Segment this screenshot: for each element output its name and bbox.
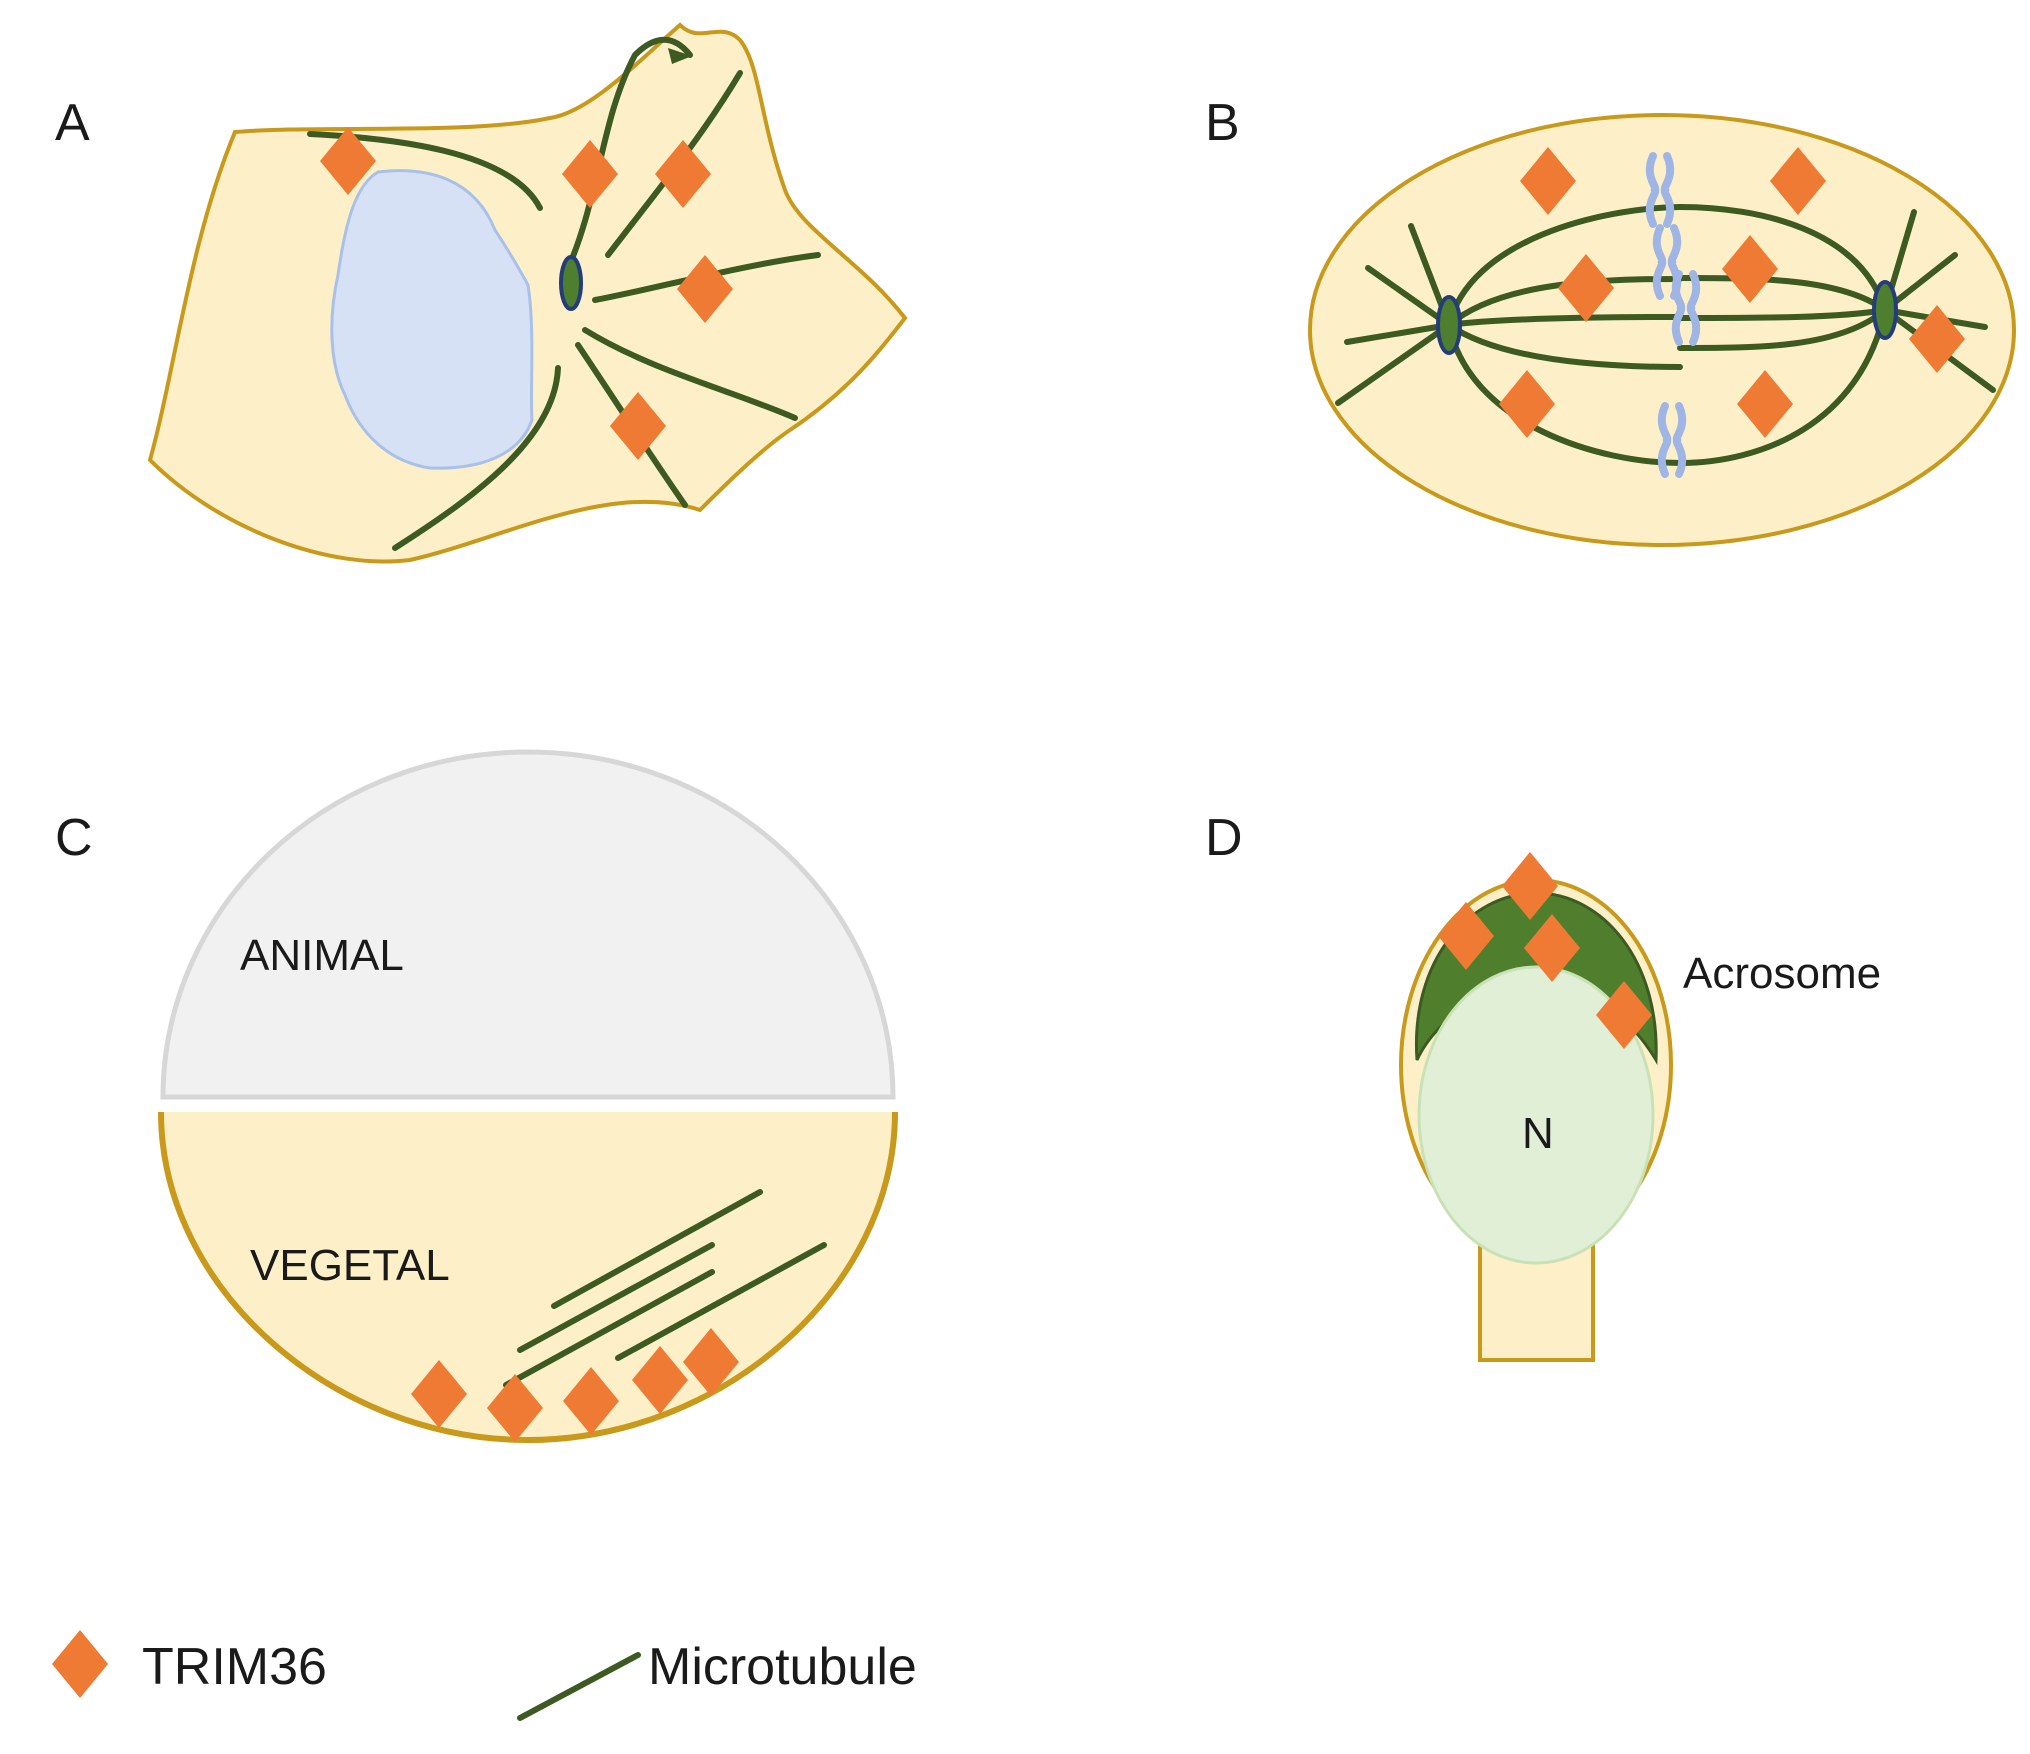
spindle-pole-left <box>1436 295 1462 355</box>
panel-c: C ANIMAL VEGETAL <box>55 749 898 1444</box>
panel-a: A <box>55 22 908 564</box>
spindle-pole-right <box>1872 280 1898 340</box>
vegetal-label: VEGETAL <box>250 1241 450 1290</box>
nucleus-label: N <box>1522 1109 1554 1158</box>
microtubule-arrowhead <box>668 48 692 64</box>
microtubule <box>551 1189 763 1309</box>
panel-d-letter: D <box>1205 809 1243 867</box>
microtubule <box>517 1242 715 1353</box>
legend: TRIM36 Microtubule <box>52 1630 917 1721</box>
microtubule <box>582 327 798 421</box>
microtubule <box>503 1269 715 1388</box>
vegetal-cortex <box>158 1111 898 1444</box>
microtubule-array <box>503 1189 827 1388</box>
legend-trim36-label: TRIM36 <box>142 1638 327 1696</box>
panel-b: B <box>1205 94 2016 547</box>
animal-hemisphere <box>160 749 896 1100</box>
microtubule <box>392 365 561 551</box>
panel-a-letter: A <box>55 94 90 152</box>
microtubule <box>562 36 693 278</box>
nucleus <box>330 169 534 470</box>
cell-membrane <box>1308 113 2016 547</box>
legend-microtubule-swatch <box>517 1652 641 1721</box>
centrosome <box>559 255 583 311</box>
microtubule <box>615 1242 827 1361</box>
panel-c-letter: C <box>55 809 93 867</box>
animal-label: ANIMAL <box>240 931 404 980</box>
legend-microtubule-label: Microtubule <box>648 1638 917 1696</box>
panel-b-letter: B <box>1205 94 1240 152</box>
acrosome-label: Acrosome <box>1683 949 1881 998</box>
sperm-nucleus <box>1417 965 1655 1265</box>
panel-d: D N Acrosome <box>1205 809 1881 1362</box>
legend-trim36-swatch <box>52 1630 108 1698</box>
